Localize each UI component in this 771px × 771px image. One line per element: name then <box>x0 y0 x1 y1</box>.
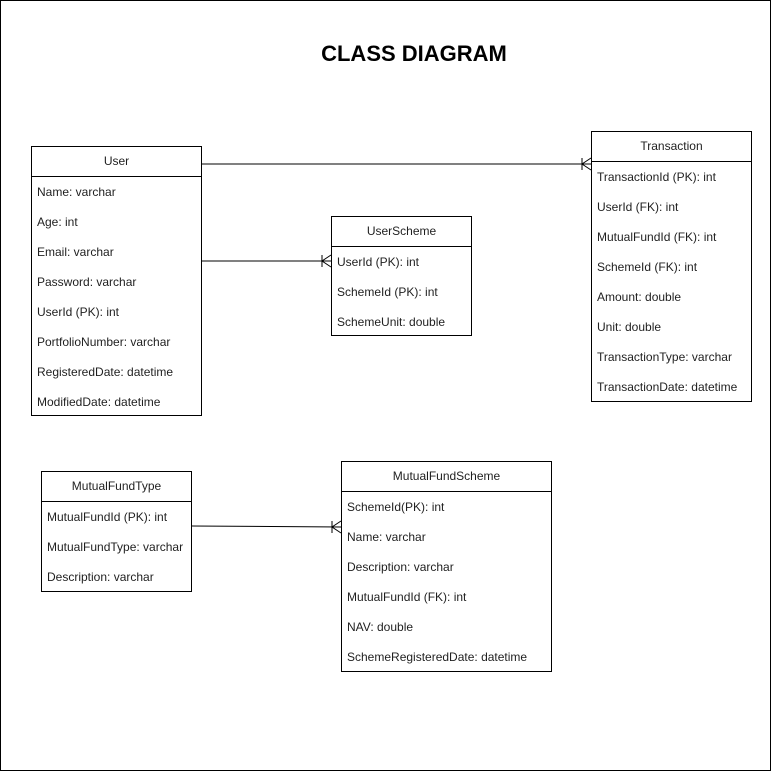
attribute: MutualFundType: varchar <box>47 540 184 554</box>
relationship-user-transaction <box>202 157 592 171</box>
attribute: Unit: double <box>597 320 662 334</box>
attribute: Name: varchar <box>37 185 116 199</box>
attribute: SchemeRegisteredDate: datetime <box>347 650 528 664</box>
attribute: PortfolioNumber: varchar <box>37 335 171 349</box>
attribute: TransactionType: varchar <box>597 350 732 364</box>
attribute: Description: varchar <box>47 570 154 584</box>
attribute: TransactionId (PK): int <box>597 170 716 184</box>
class-name: MutualFundScheme <box>342 462 551 492</box>
class-name: UserScheme <box>332 217 471 247</box>
attribute: UserId (PK): int <box>37 305 120 319</box>
attribute: Age: int <box>37 215 78 229</box>
attribute: SchemeUnit: double <box>337 315 446 329</box>
attribute: UserId (PK): int <box>337 255 420 269</box>
connector-line <box>190 525 342 528</box>
attribute: RegisteredDate: datetime <box>37 365 174 379</box>
attribute: NAV: double <box>347 620 414 634</box>
attribute: SchemeId (PK): int <box>337 285 438 299</box>
attribute: Amount: double <box>597 290 682 304</box>
one-to-many-marker <box>321 254 332 268</box>
one-to-many-marker <box>331 520 342 534</box>
attribute: TransactionDate: datetime <box>597 380 738 394</box>
attribute: ModifiedDate: datetime <box>37 395 161 409</box>
attribute: Description: varchar <box>347 560 454 574</box>
class-user[interactable]: User Name: varchar Age: int Email: varch… <box>31 146 202 416</box>
class-transaction[interactable]: Transaction TransactionId (PK): int User… <box>591 131 752 402</box>
attribute: MutualFundId (FK): int <box>347 590 467 604</box>
class-mutualfundtype[interactable]: MutualFundType MutualFundId (PK): int Mu… <box>41 471 192 592</box>
class-mutualfundscheme[interactable]: MutualFundScheme SchemeId(PK): int Name:… <box>341 461 552 672</box>
attribute: Name: varchar <box>347 530 426 544</box>
relationship-mutualfundtype-mutualfundscheme <box>190 520 342 534</box>
attribute: Email: varchar <box>37 245 114 259</box>
class-userscheme[interactable]: UserScheme UserId (PK): int SchemeId (PK… <box>331 216 472 336</box>
class-name: Transaction <box>592 132 751 162</box>
attribute: MutualFundId (PK): int <box>47 510 168 524</box>
diagram-title: CLASS DIAGRAM <box>321 41 507 66</box>
class-name: User <box>32 147 201 177</box>
relationship-user-userscheme <box>202 254 332 268</box>
attribute: SchemeId(PK): int <box>347 500 445 514</box>
one-to-many-marker <box>581 157 592 171</box>
attribute: UserId (FK): int <box>597 200 679 214</box>
class-name: MutualFundType <box>42 472 191 502</box>
attribute: Password: varchar <box>37 275 137 289</box>
attribute: MutualFundId (FK): int <box>597 230 717 244</box>
attribute: SchemeId (FK): int <box>597 260 698 274</box>
